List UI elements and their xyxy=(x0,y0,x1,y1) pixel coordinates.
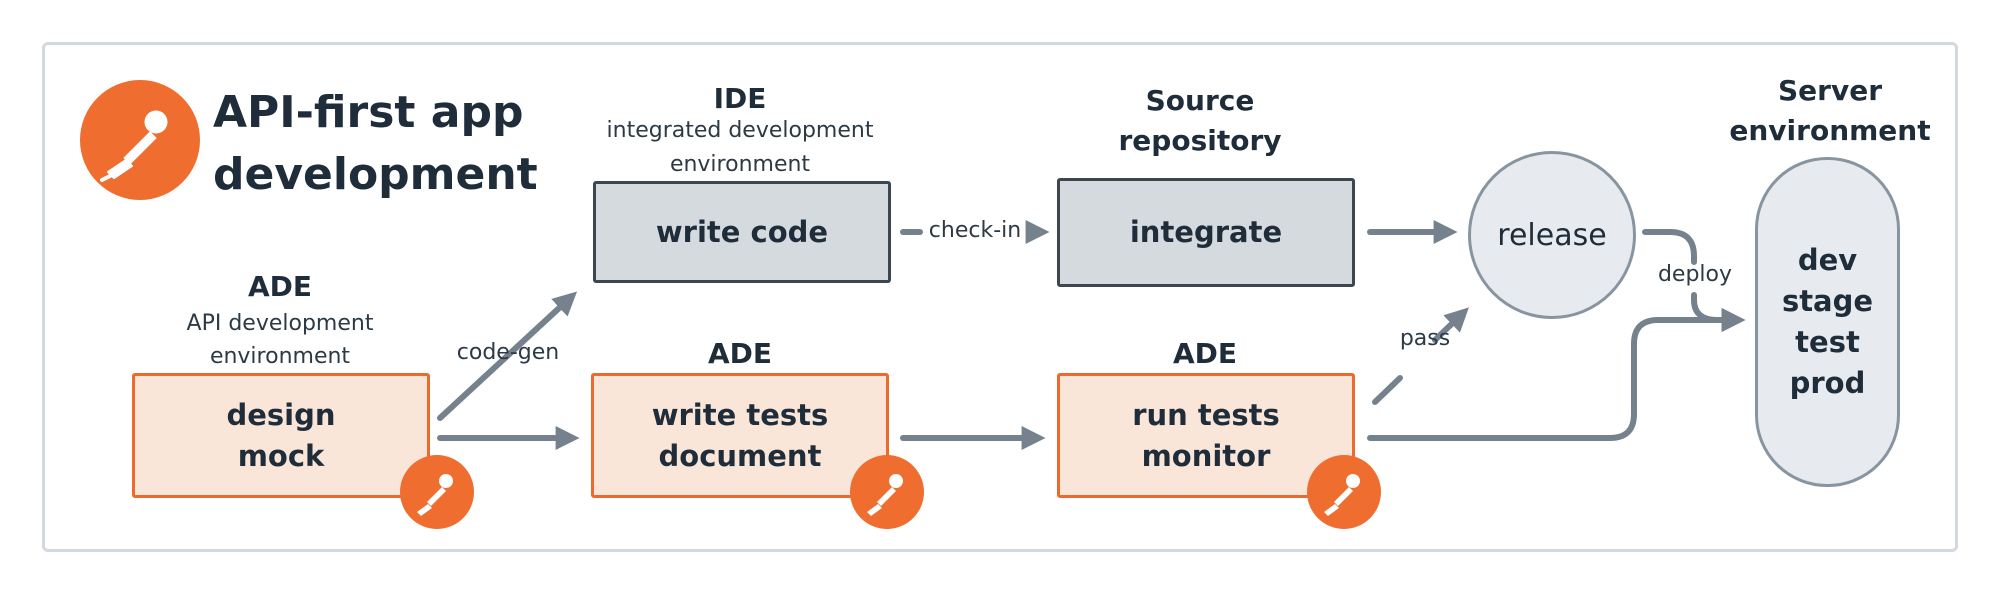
postman-badge-icon xyxy=(400,455,474,529)
arrow-design-to-write-code xyxy=(437,291,578,421)
ade-tests-heading: ADE xyxy=(707,337,773,370)
postman-logo-icon xyxy=(80,80,200,200)
ade-run-heading: ADE xyxy=(1172,337,1238,370)
arrow-pass-lower xyxy=(1372,375,1403,405)
ade-design-subtitle-line-2: environment xyxy=(209,344,351,369)
server-env-heading-line-2: environment xyxy=(1729,114,1931,147)
monitor-label: monitor xyxy=(1141,438,1271,473)
release-label: release xyxy=(1497,217,1607,253)
diagram-title: API-first app development xyxy=(213,82,538,206)
release-node: release xyxy=(1468,151,1636,319)
ide-heading: IDE xyxy=(713,82,767,115)
pass-label: pass xyxy=(1399,326,1451,351)
integrate-label: integrate xyxy=(1129,215,1283,249)
deploy-label: deploy xyxy=(1657,262,1733,287)
arrow-pass-upper xyxy=(1432,307,1469,343)
env-dev: dev xyxy=(1797,243,1858,277)
title-line-2: development xyxy=(213,149,538,200)
write-code-label: write code xyxy=(655,214,829,249)
env-stage: stage xyxy=(1781,284,1874,318)
write-tests-box: write tests document xyxy=(591,373,889,498)
source-repo-heading-line-2: repository xyxy=(1118,124,1282,157)
arrow-run-tests-to-server xyxy=(1367,308,1746,441)
arrow-release-deploy-top xyxy=(1642,229,1697,265)
design-label: design xyxy=(226,397,336,432)
ide-subtitle-line-2: environment xyxy=(669,152,811,177)
write-code-box: write code xyxy=(593,181,891,283)
integrate-box: integrate xyxy=(1057,178,1355,287)
arrow-release-deploy-bottom xyxy=(1691,292,1746,332)
postman-badge-icon xyxy=(850,455,924,529)
diagram-frame xyxy=(42,42,1958,552)
ade-design-subtitle-line-1: API development xyxy=(186,311,374,336)
mock-label: mock xyxy=(237,438,325,473)
ide-subtitle-line-1: integrated development xyxy=(606,118,874,143)
server-env-heading-line-1: Server xyxy=(1777,74,1882,107)
title-line-1: API-first app xyxy=(213,87,524,138)
source-repo-heading-line-1: Source xyxy=(1145,84,1255,117)
document-label: document xyxy=(658,438,822,473)
run-tests-label: run tests xyxy=(1132,397,1280,432)
code-gen-label: code-gen xyxy=(456,340,560,365)
check-in-label: check-in xyxy=(928,218,1022,243)
env-prod: prod xyxy=(1789,366,1866,400)
design-mock-box: design mock xyxy=(132,373,430,498)
env-test: test xyxy=(1795,325,1860,359)
run-tests-box: run tests monitor xyxy=(1057,373,1355,498)
server-env-pill: dev stage test prod xyxy=(1755,157,1900,487)
postman-badge-icon xyxy=(1307,455,1381,529)
write-tests-label: write tests xyxy=(651,397,829,432)
ade-design-heading: ADE xyxy=(247,270,313,303)
